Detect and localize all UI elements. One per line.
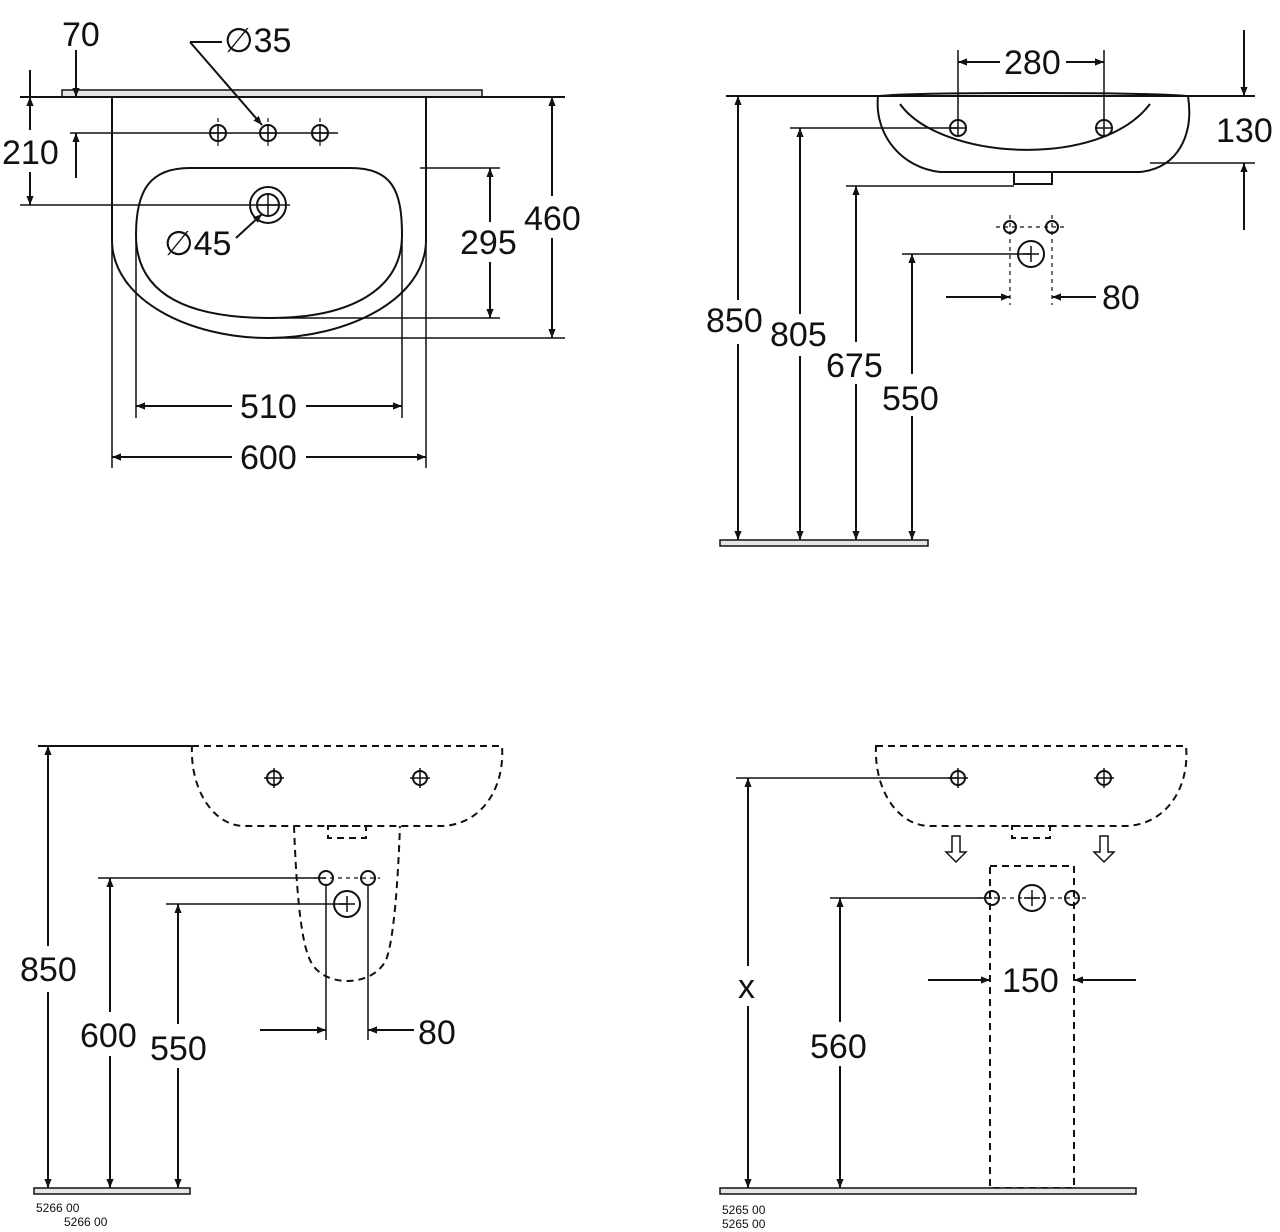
- article-code-b: 5265 00: [722, 1217, 766, 1231]
- mounting-arrow-right-icon: [1092, 835, 1116, 864]
- tap-hole-right-icon: [1094, 768, 1114, 788]
- dim-x-label: x: [738, 968, 755, 1006]
- tap-hole-left-icon: [264, 768, 284, 788]
- dim-80-label: 80: [418, 1014, 456, 1052]
- pedestal-dashed-outline: [989, 865, 1075, 1189]
- dim-600-label: 600: [80, 1017, 137, 1055]
- pedestal-view: 150 x 560 5265 00 5265 00: [719, 745, 1188, 1231]
- bowl-outline: [134, 167, 404, 320]
- drain-hole-icon: [249, 186, 287, 224]
- dim-550-label: 550: [882, 380, 939, 418]
- dim-130-label: 130: [1216, 112, 1273, 150]
- dim-850-label: 850: [706, 302, 763, 340]
- dim-805-label: 805: [770, 316, 827, 354]
- floor-strip: [33, 1187, 191, 1195]
- article-code-a: 5266 00: [36, 1201, 80, 1215]
- supply-pipe-right-icon: [360, 870, 376, 886]
- dim-210-label: 210: [2, 134, 59, 172]
- tap-hole-right-icon: [410, 768, 430, 788]
- basin-front-outline: [876, 95, 1191, 173]
- tap-hole-right-icon: [311, 124, 329, 142]
- supply-pipe-right-icon: [1064, 890, 1080, 906]
- top-view: 70 ∅35 210 ∅45 295 460 510 600: [2, 16, 581, 477]
- supply-pipe-right-icon: [1045, 220, 1059, 234]
- front-elevation-view: 280 130 80 850 805 675 550: [706, 30, 1273, 547]
- mounting-arrow-left-icon: [944, 835, 968, 864]
- dim-460-label: 460: [524, 200, 581, 238]
- waste-pipe-icon: [1018, 884, 1046, 912]
- tap-hole-centre-icon: [259, 124, 277, 142]
- basin-dashed-outline: [874, 745, 1188, 827]
- dim-35-label: ∅35: [224, 22, 291, 60]
- tap-hole-left-icon: [209, 124, 227, 142]
- tap-hole-right-icon: [1095, 119, 1113, 137]
- basin-dashed-outline: [190, 745, 504, 827]
- dim-70-label: 70: [62, 16, 100, 54]
- dim-45-label: ∅45: [164, 225, 231, 263]
- dim-280-label: 280: [1004, 44, 1061, 82]
- wall-plate: [61, 89, 483, 98]
- dim-560-label: 560: [810, 1028, 867, 1066]
- dim-600-label: 600: [240, 439, 297, 477]
- article-code-b: 5266 00: [64, 1215, 108, 1229]
- dim-80-label: 80: [1102, 279, 1140, 317]
- dim-850-label: 850: [20, 951, 77, 989]
- dim-675-label: 675: [826, 347, 883, 385]
- dim-150-label: 150: [1002, 962, 1059, 1000]
- dim-295-label: 295: [460, 224, 517, 262]
- floor-strip: [719, 1187, 1137, 1195]
- supply-pipe-left-icon: [1003, 220, 1017, 234]
- half-pedestal-view: 80 850 600 550 5266 00 5266 00: [20, 745, 504, 1229]
- article-code-a: 5265 00: [722, 1203, 766, 1217]
- dim-550-label: 550: [150, 1030, 207, 1068]
- floor-strip: [719, 539, 929, 547]
- dim-510-label: 510: [240, 388, 297, 426]
